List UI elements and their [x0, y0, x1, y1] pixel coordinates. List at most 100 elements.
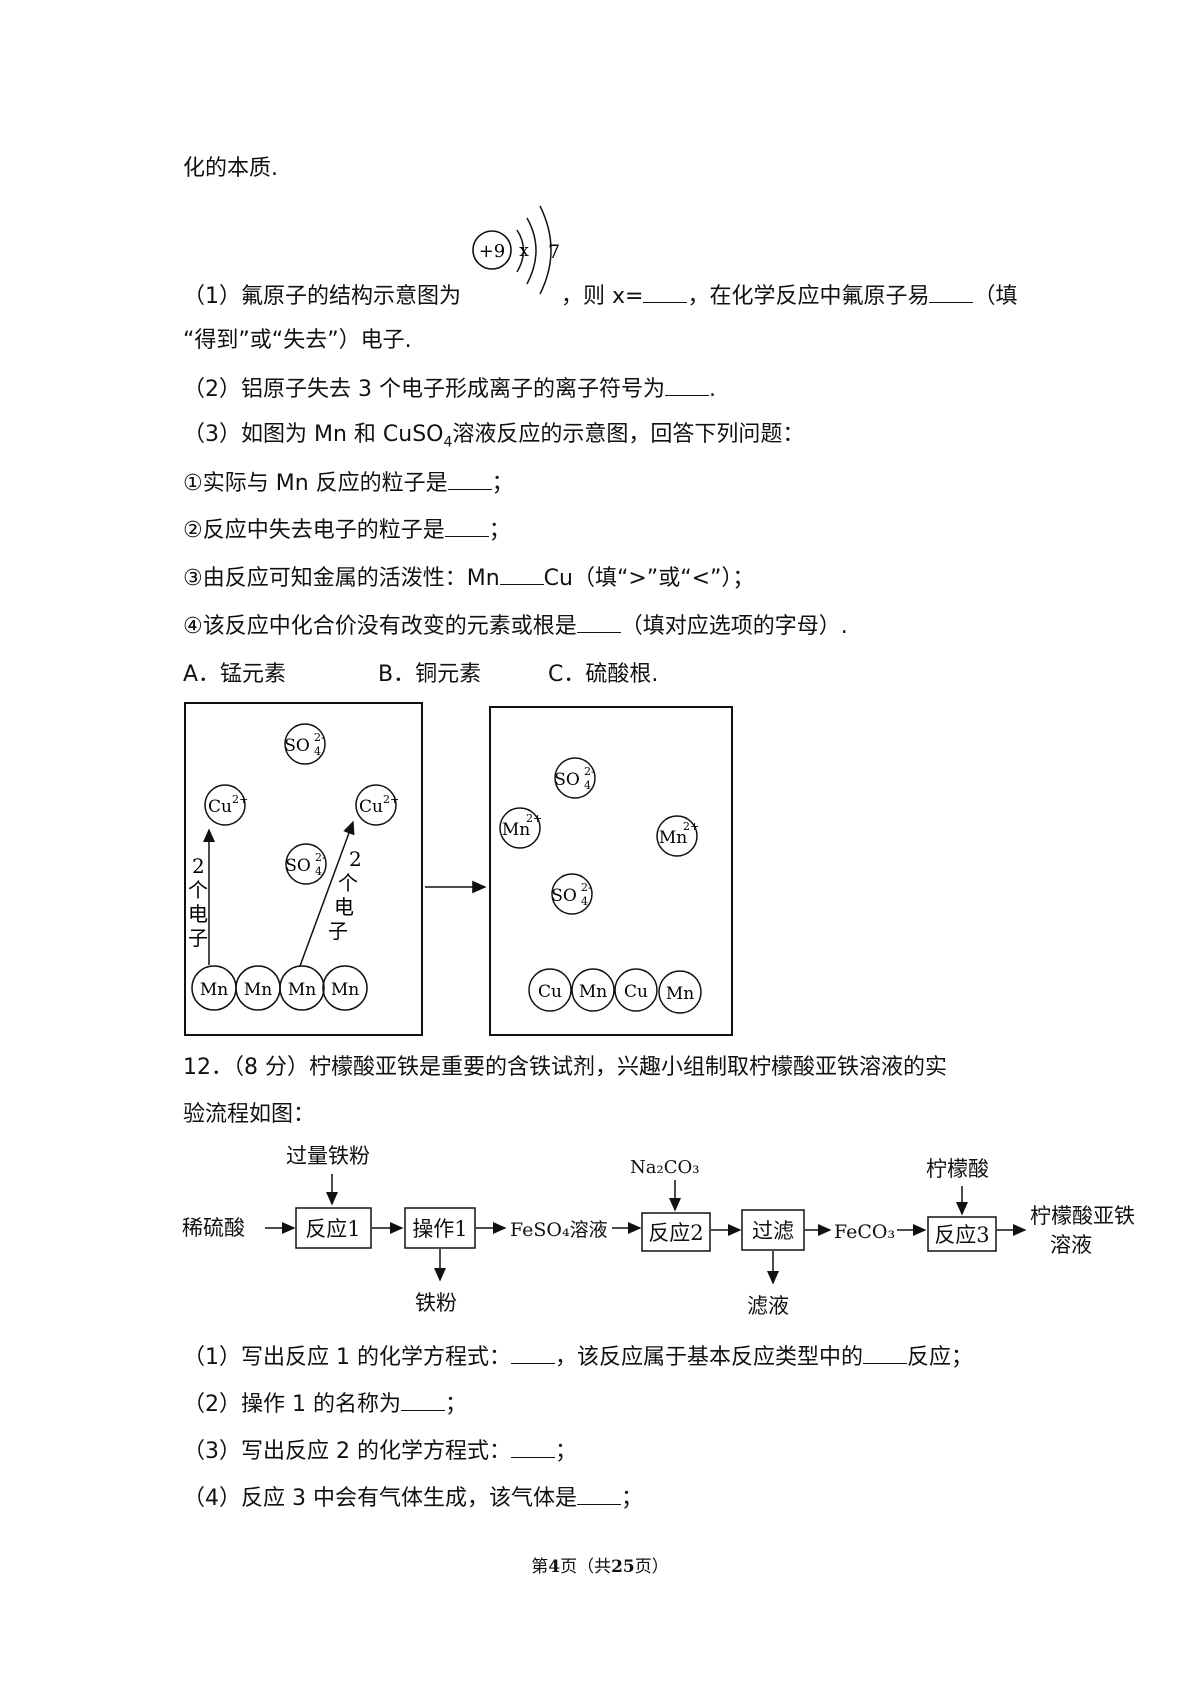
- answer-blank[interactable]: [863, 1341, 907, 1364]
- svg-text:2-: 2-: [581, 881, 592, 894]
- svg-text:2-: 2-: [584, 765, 595, 778]
- flow-box-reaction2: [641, 1212, 711, 1252]
- svg-text:2+: 2+: [683, 820, 699, 833]
- answer-blank[interactable]: [510, 1341, 555, 1364]
- svg-text:SO: SO: [284, 736, 310, 756]
- question-1: （1）氟原子的结构示意图为，则 x=，在化学反应中氟原子易（填: [183, 280, 1017, 312]
- answer-blank[interactable]: [576, 610, 621, 633]
- flow-end2: 溶液: [1050, 1233, 1092, 1257]
- copper-atom: Cu: [528, 968, 572, 1012]
- svg-text:Cu: Cu: [359, 797, 383, 817]
- svg-text:反应2: 反应2: [648, 1221, 703, 1245]
- sulfate-ion: SO 4 2-: [551, 873, 593, 915]
- flow-bottom4: 滤液: [747, 1294, 789, 1318]
- svg-text:Mn: Mn: [502, 820, 530, 840]
- manganese-atom: Mn: [322, 965, 368, 1011]
- page-footer: 第4页（共25页）: [531, 1557, 669, 1577]
- option-c[interactable]: C．硫酸根.: [548, 662, 659, 687]
- svg-text:2: 2: [349, 847, 362, 871]
- copper-atom: Cu: [614, 968, 658, 1012]
- flow-top1: 过量铁粉: [286, 1144, 370, 1168]
- svg-text:Mn: Mn: [666, 984, 694, 1004]
- question-12-line1: 12．（8 分）柠檬酸亚铁是重要的含铁试剂，兴趣小组制取柠檬酸亚铁溶液的实: [183, 1055, 947, 1080]
- svg-text:Cu: Cu: [624, 982, 648, 1002]
- flow-top3: Na₂CO₃: [630, 1157, 699, 1178]
- svg-text:Mn: Mn: [244, 980, 272, 1000]
- answer-blank[interactable]: [929, 280, 974, 303]
- sub-question-1: ①实际与 Mn 反应的粒子是；: [183, 467, 514, 499]
- svg-text:反应3: 反应3: [934, 1223, 989, 1247]
- atom-nucleus: +9: [479, 241, 506, 262]
- svg-text:反应1: 反应1: [305, 1217, 360, 1241]
- answer-blank[interactable]: [444, 514, 489, 537]
- manganese-ion: Mn 2+: [656, 815, 699, 857]
- svg-text:子: 子: [328, 919, 348, 943]
- svg-text:Mn: Mn: [331, 980, 359, 1000]
- svg-text:电: 电: [188, 902, 208, 926]
- manganese-atom: Mn: [658, 970, 702, 1014]
- svg-text:SO: SO: [554, 770, 580, 790]
- svg-text:4: 4: [315, 865, 322, 878]
- copper-ion: Cu 2+: [204, 784, 248, 826]
- answer-blank[interactable]: [510, 1435, 555, 1458]
- option-b[interactable]: B．铜元素: [378, 662, 482, 687]
- svg-text:2+: 2+: [383, 793, 399, 806]
- svg-text:子: 子: [188, 926, 208, 950]
- manganese-atom: Mn: [571, 968, 615, 1012]
- answer-blank[interactable]: [400, 1388, 445, 1411]
- sulfate-ion: SO 4 2-: [285, 843, 327, 885]
- flow-mid1: FeSO₄溶液: [510, 1219, 608, 1241]
- svg-text:4: 4: [314, 745, 321, 758]
- reaction-diagram: SO 4 2- Cu 2+ Cu 2+ SO 4 2- 2 个 电 子 2 个 …: [184, 702, 733, 1036]
- flow-box-reaction1: [295, 1207, 372, 1249]
- electron-label: 2 个 电 子: [188, 854, 208, 950]
- svg-text:2-: 2-: [315, 851, 326, 864]
- manganese-ion: Mn 2+: [499, 807, 542, 849]
- question-1-cont: “得到”或“失去”）电子.: [183, 328, 412, 353]
- flow-box-filter: [741, 1209, 805, 1251]
- copper-ion: Cu 2+: [355, 784, 399, 826]
- svg-text:2: 2: [192, 854, 205, 878]
- flow-box-operation1: [404, 1207, 476, 1249]
- flow-box-reaction3: [927, 1216, 997, 1252]
- process-flowchart: 稀硫酸 过量铁粉 反应1 操作1 铁粉 FeSO₄溶液 Na₂CO₃ 反应2 过…: [182, 1144, 1135, 1318]
- svg-text:电: 电: [334, 895, 354, 919]
- option-a[interactable]: A．锰元素: [183, 662, 287, 687]
- sub-question-2: ②反应中失去电子的粒子是；: [183, 514, 511, 546]
- sulfate-ion: SO 4 2-: [554, 757, 596, 799]
- svg-text:个: 个: [188, 878, 208, 902]
- part-2: （2）操作 1 的名称为；: [183, 1388, 467, 1420]
- atom-shell1: x: [519, 241, 529, 261]
- svg-text:SO: SO: [285, 856, 311, 876]
- flow-bottom2: 铁粉: [415, 1291, 457, 1315]
- flow-top5: 柠檬酸: [926, 1157, 989, 1181]
- flow-end1: 柠檬酸亚铁: [1030, 1204, 1135, 1228]
- atom-shell2: 7: [548, 241, 560, 263]
- svg-text:4: 4: [581, 895, 588, 908]
- sub-question-4: ④该反应中化合价没有改变的元素或根是（填对应选项的字母）.: [183, 610, 848, 642]
- fluorine-atom-diagram: +9 x 7: [472, 205, 560, 295]
- question-3: （3）如图为 Mn 和 CuSO4溶液反应的示意图，回答下列问题：: [183, 422, 805, 451]
- manganese-atom: Mn: [235, 965, 281, 1011]
- svg-text:2-: 2-: [314, 731, 325, 744]
- answer-blank[interactable]: [643, 280, 688, 303]
- answer-blank[interactable]: [499, 562, 544, 585]
- svg-text:2+: 2+: [526, 812, 542, 825]
- flow-mid2: FeCO₃: [834, 1221, 895, 1243]
- electron-label: 2 个 电 子: [328, 847, 362, 943]
- answer-blank[interactable]: [664, 373, 709, 396]
- question-2: （2）铝原子失去 3 个电子形成离子的离子符号为.: [183, 373, 716, 405]
- svg-text:Mn: Mn: [288, 980, 316, 1000]
- svg-text:Mn: Mn: [200, 980, 228, 1000]
- question-12-line2: 验流程如图：: [183, 1102, 316, 1127]
- svg-text:Cu: Cu: [538, 982, 562, 1002]
- sulfate-ion: SO 4 2-: [284, 723, 326, 765]
- svg-text:Cu: Cu: [208, 797, 232, 817]
- svg-text:个: 个: [338, 871, 358, 895]
- svg-text:4: 4: [584, 779, 591, 792]
- svg-text:SO: SO: [551, 886, 577, 906]
- answer-blank[interactable]: [576, 1482, 621, 1505]
- answer-blank[interactable]: [447, 467, 492, 490]
- manganese-atom: Mn: [279, 965, 325, 1011]
